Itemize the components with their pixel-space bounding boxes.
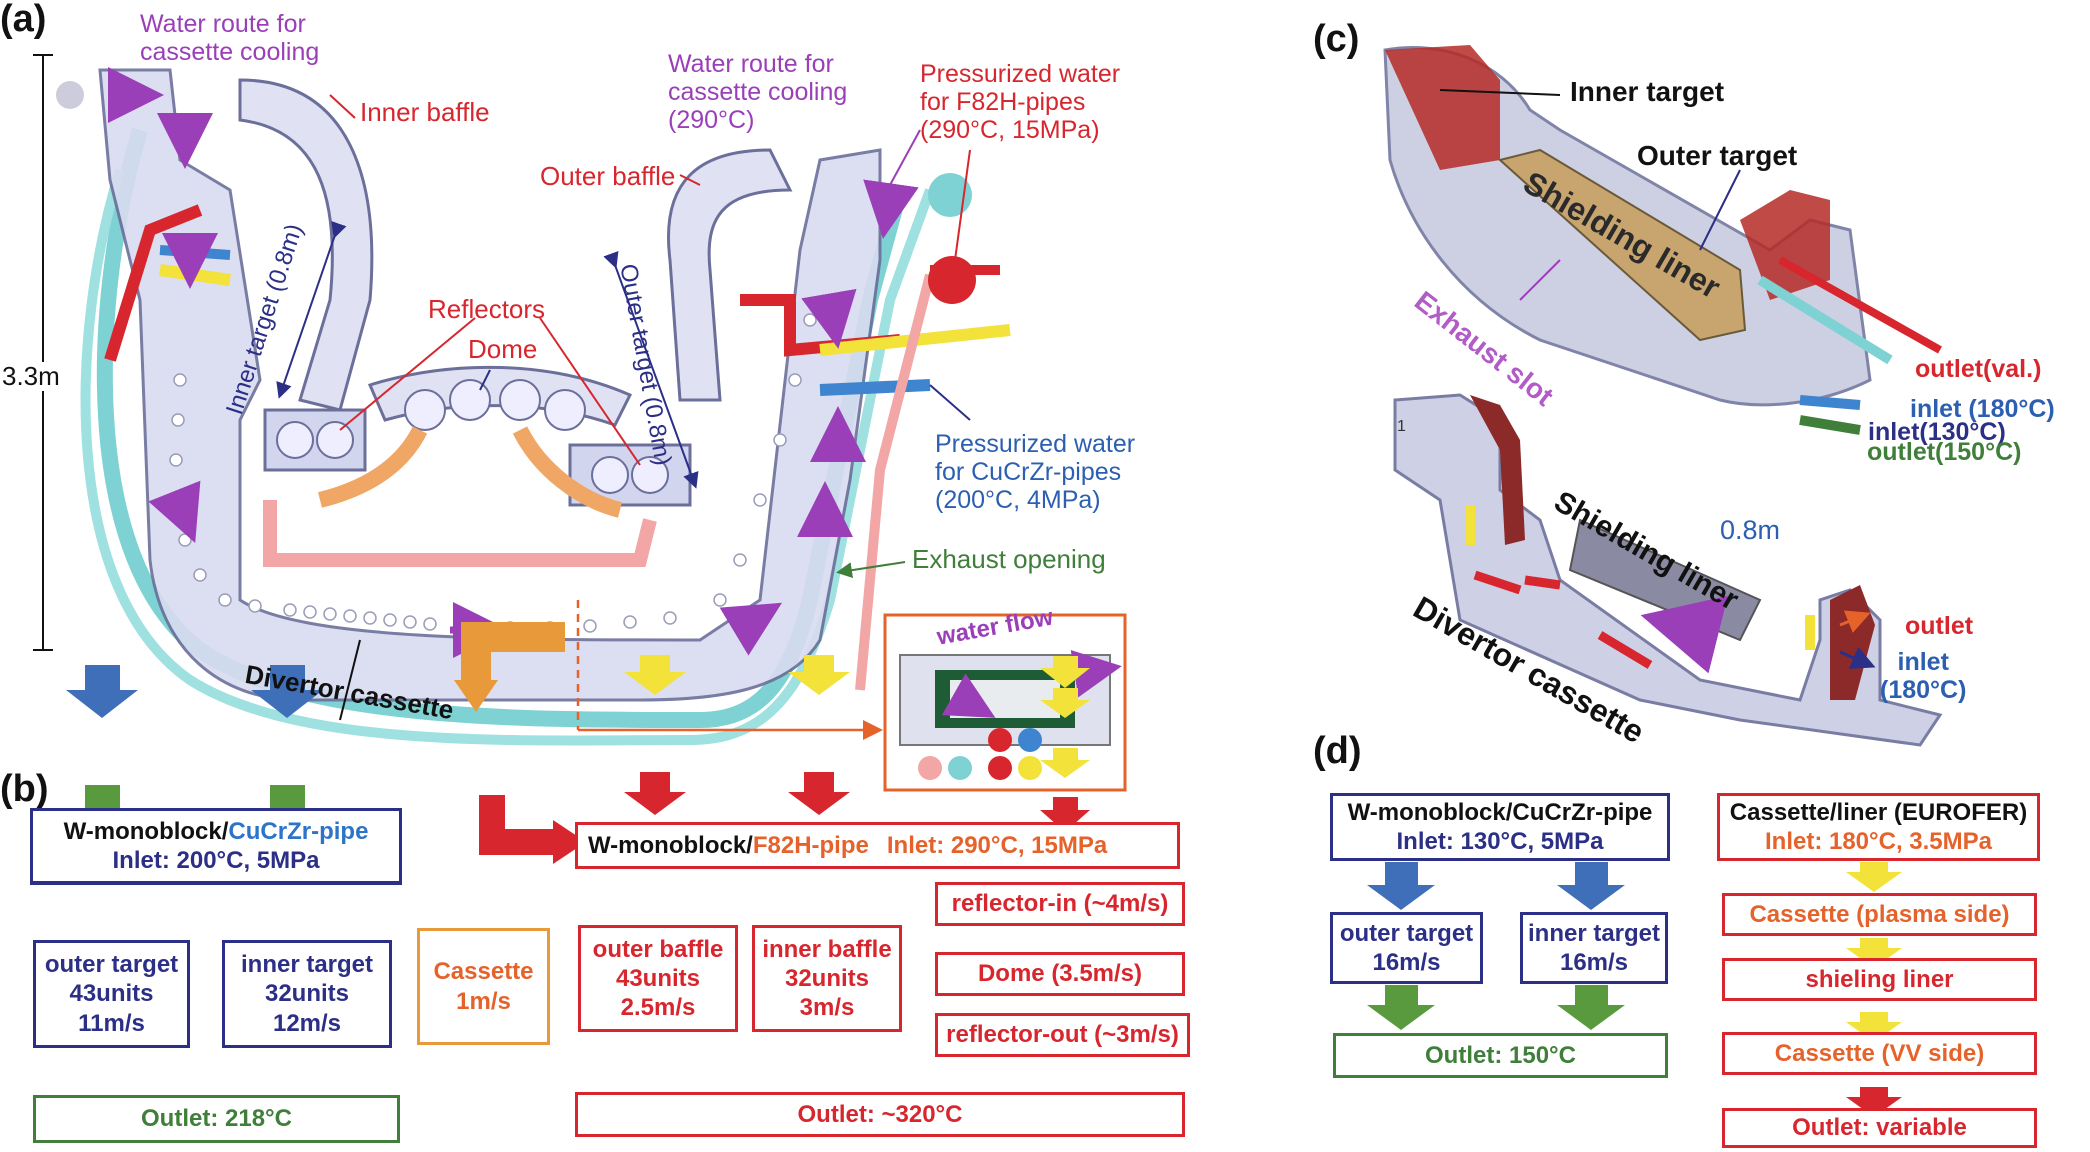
- d-outlet-150-box: Outlet: 150°C: [1333, 1033, 1668, 1078]
- b-reflector-in-box: reflector-in (~4m/s): [935, 882, 1185, 926]
- c-inlet-180-label: inlet(180°C): [1880, 648, 1967, 704]
- d-cassette-vv-box: Cassette (VV side): [1722, 1032, 2037, 1075]
- height-scale-label: 3.3m: [2, 361, 60, 392]
- inlet-130-label: inlet(130°C): [1868, 418, 2006, 446]
- flowchart-d-arrows: [1367, 862, 1902, 1117]
- b-dome-box: Dome (3.5m/s): [935, 952, 1185, 996]
- c-outer-target-label: Outer target: [1637, 140, 1798, 171]
- d-cassette-plasma-box: Cassette (plasma side): [1722, 893, 2037, 936]
- d-shieling-liner-box: shieling liner: [1722, 958, 2037, 1001]
- b-cucrzr-box: W-monoblock/CuCrZr-pipe Inlet: 200°C, 5M…: [30, 808, 402, 884]
- inlet-180-label: inlet (180°C): [1910, 395, 2055, 423]
- outlet-150-label: outlet(150°C): [1867, 438, 2022, 466]
- cassette-section-render: [1393, 393, 1943, 747]
- exhaust-opening-label: Exhaust opening: [912, 544, 1106, 574]
- c-size-label: 0.8m: [1720, 515, 1781, 545]
- c-outlet-label: outlet: [1905, 612, 1974, 640]
- reflectors-label: Reflectors: [428, 294, 546, 324]
- d-outlet-variable-box: Outlet: variable: [1722, 1108, 2037, 1148]
- outlet-val-label: outlet(val.): [1915, 355, 2042, 383]
- divertor-cassette-drawing: [33, 54, 1011, 746]
- b-reflector-out-box: reflector-out (~3m/s): [935, 1013, 1190, 1057]
- panel-b-label: (b): [0, 768, 49, 810]
- panel-c-label: (c): [1313, 18, 1360, 60]
- b-outlet-320-box: Outlet: ~320°C: [575, 1092, 1185, 1137]
- b-outlet-218-box: Outlet: 218°C: [33, 1095, 400, 1143]
- dome-label: Dome: [468, 334, 538, 364]
- c-axis-mark: 1: [1397, 418, 1406, 435]
- water-flow-inset: [883, 613, 1127, 792]
- outer-baffle-label: Outer baffle: [540, 161, 676, 191]
- flowchart-b-arrows: [66, 622, 1090, 864]
- d-eurofer-box: Cassette/liner (EUROFER)Inlet: 180°C, 3.…: [1717, 793, 2040, 861]
- panel-d-label: (d): [1313, 730, 1362, 772]
- panel-a-label: (a): [0, 0, 47, 40]
- c-inner-target-label: Inner target: [1570, 76, 1725, 107]
- cassette-3d-render: [1383, 45, 1942, 435]
- inner-baffle-label: Inner baffle: [360, 97, 490, 127]
